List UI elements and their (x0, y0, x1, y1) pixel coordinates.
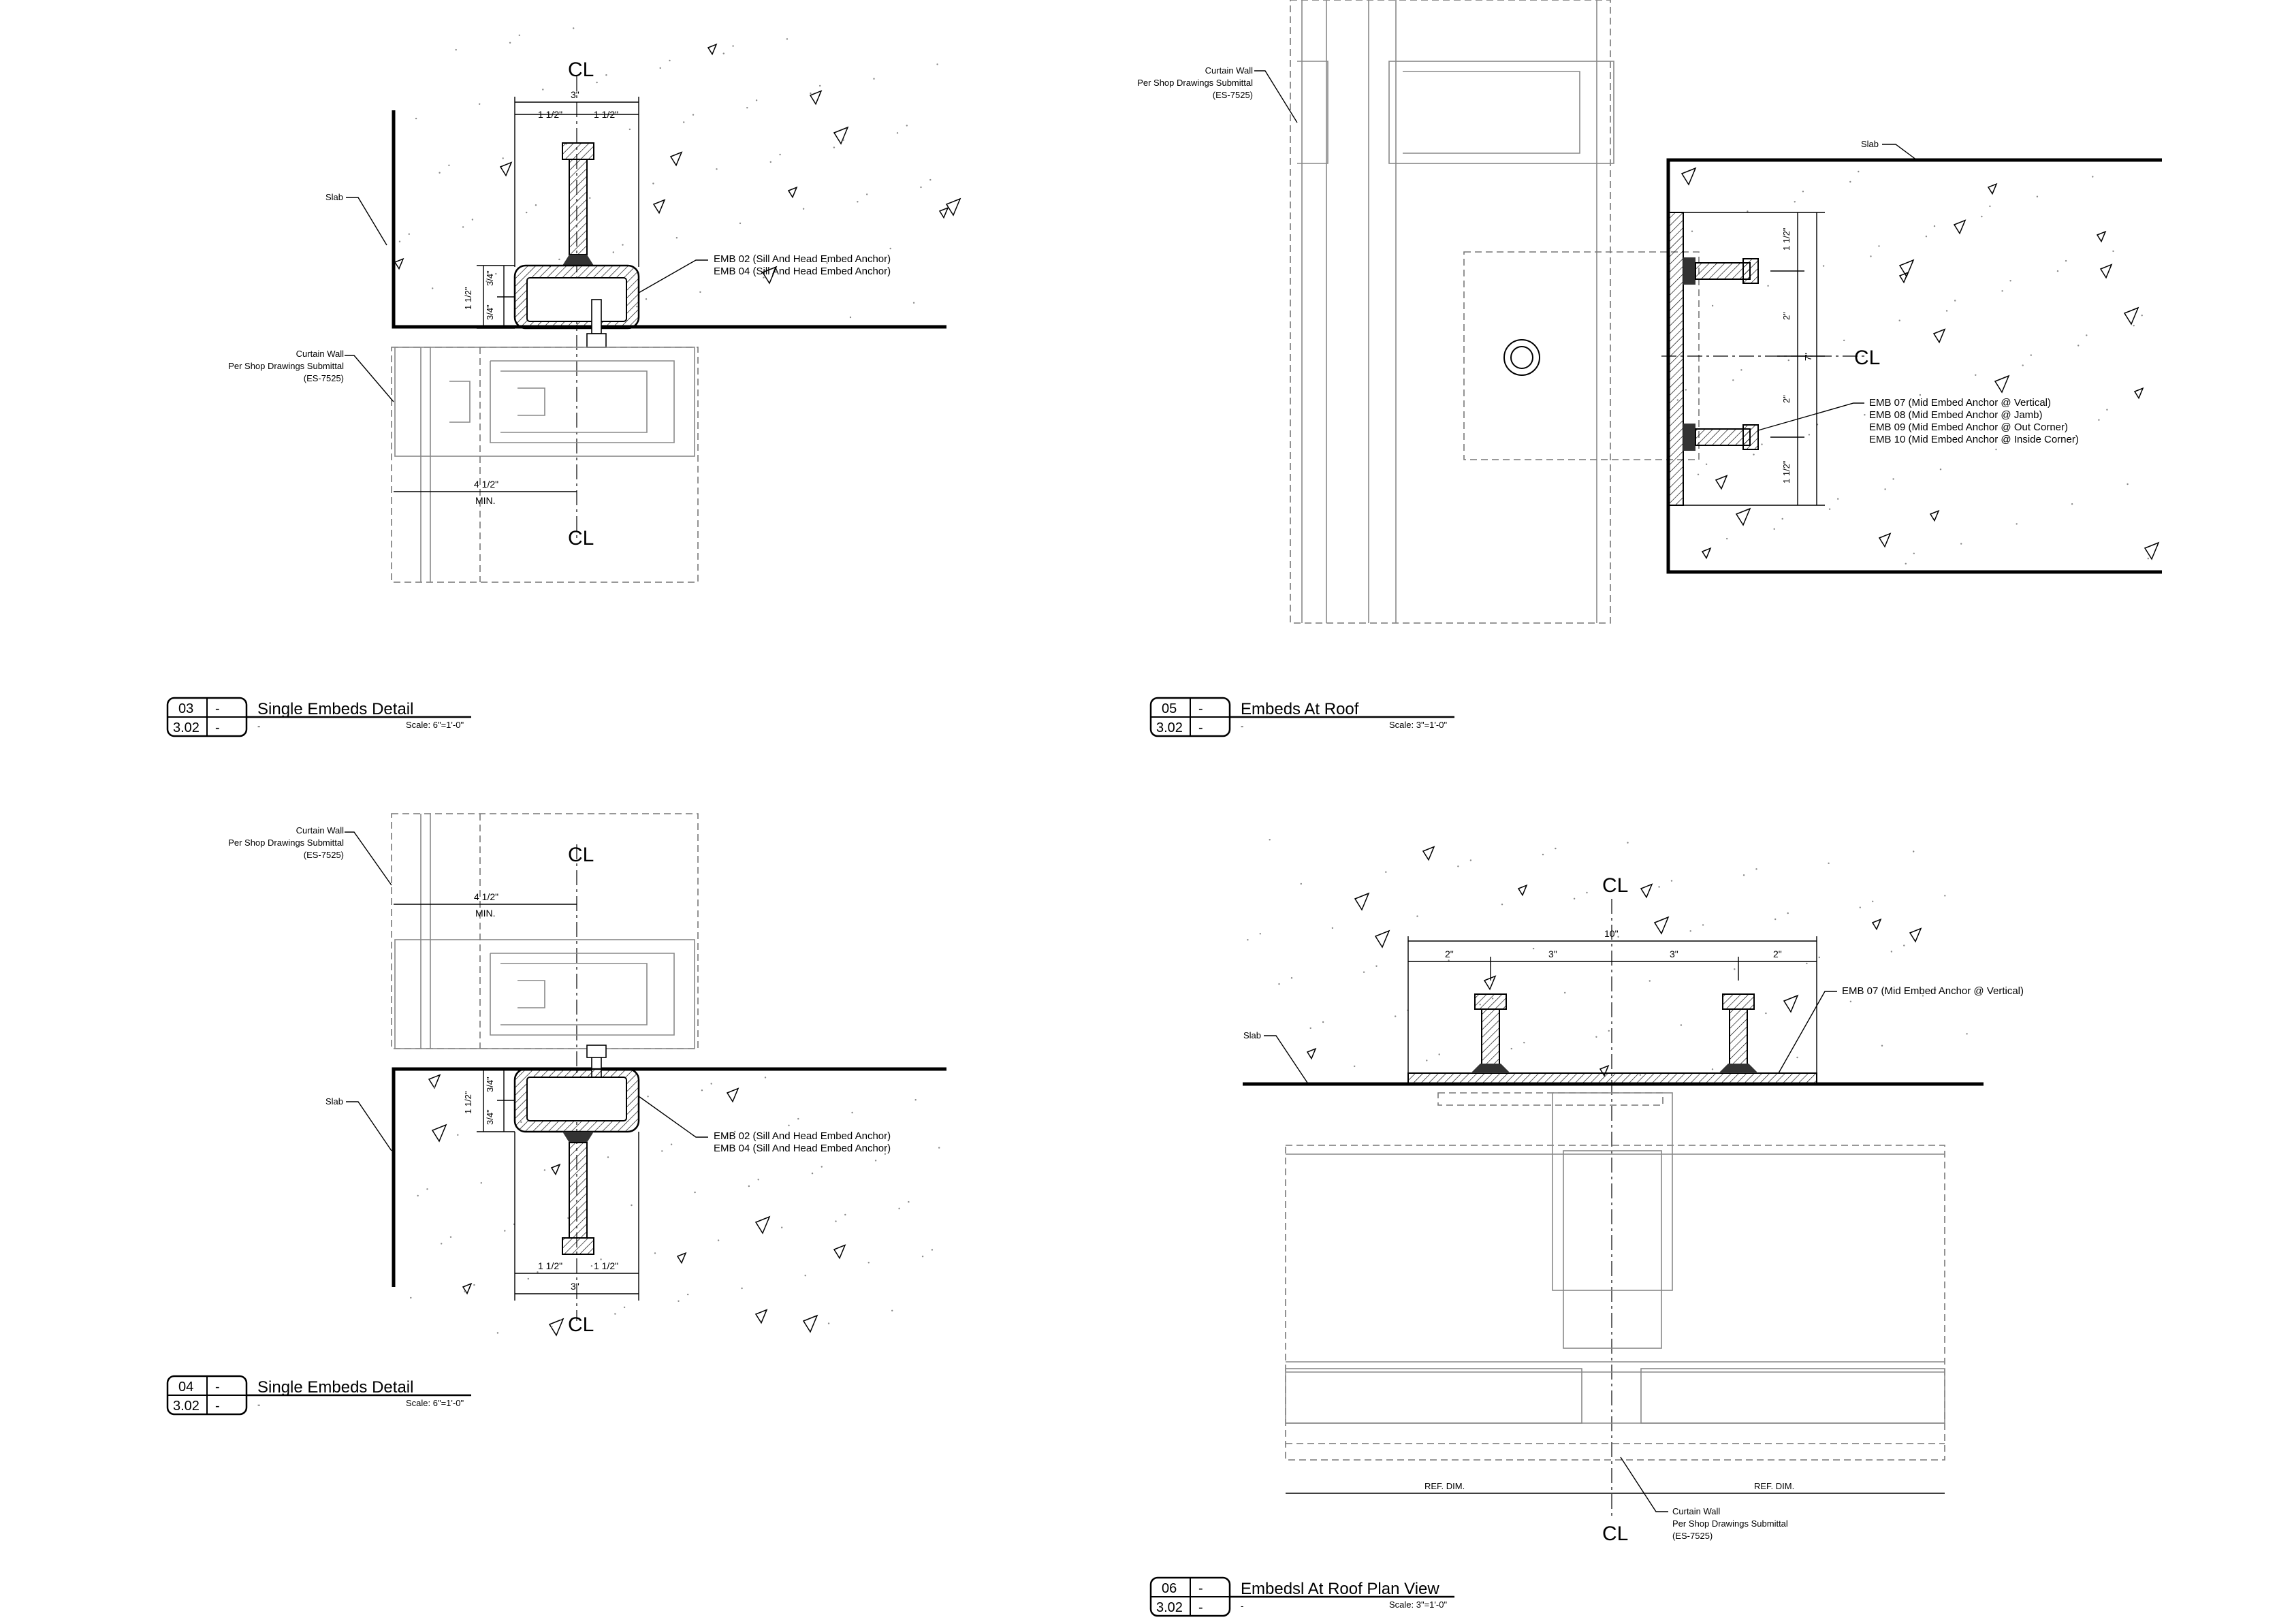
title-block-04: 04 - 3.02 - Single Embeds Detail - Scale… (166, 1375, 471, 1416)
title-block-03: 03 - 3.02 - Single Embeds Detail - Scale… (166, 697, 471, 737)
dim-text: 4 1/2" (474, 479, 498, 490)
title-block-05: 05 - 3.02 - Embeds At Roof - Scale: 3"=1… (1149, 697, 1454, 737)
dim-text: 1 1/2" (594, 1260, 618, 1271)
dim-text: 3" (1548, 949, 1557, 959)
dim-text: 2" (1781, 395, 1792, 403)
detail-03-drawing: CL CL 3" 1 1/2" 1 1/2" 1 1/2" 3/4" 3/4" (228, 59, 946, 583)
title-block-06: 06 - 3.02 - Embedsl At Roof Plan View - … (1149, 1576, 1454, 1617)
dim-text: REF. DIM. (1424, 1481, 1465, 1491)
embed-label: EMB 08 (Mid Embed Anchor @ Jamb) (1869, 409, 2043, 421)
detail-scale: Scale: 3"=1'-0" (1389, 1599, 1447, 1610)
detail-number: 06 (1162, 1581, 1177, 1596)
dim-text: 1 1/2" (538, 1260, 562, 1271)
detail-04-drawing: CL CL 4 1/2" MIN. 1 1/2" 3/4" 3/4" (228, 813, 946, 1336)
curtain-wall-label: Per Shop Drawings Submittal (1672, 1518, 1788, 1529)
embed-label: EMB 09 (Mid Embed Anchor @ Out Corner) (1869, 421, 2068, 433)
embed-label: EMB 04 (Sill And Head Embed Anchor) (714, 1143, 891, 1154)
dim-text: REF. DIM. (1754, 1481, 1794, 1491)
concrete-aggregate (394, 27, 2160, 1337)
embed-label: EMB 02 (Sill And Head Embed Anchor) (714, 253, 891, 265)
detail-dash: - (215, 1380, 220, 1395)
dim-text: 3" (571, 1281, 579, 1292)
curtain-wall-label: (ES-7525) (304, 850, 344, 860)
embed-label: EMB 10 (Mid Embed Anchor @ Inside Corner… (1869, 434, 2079, 445)
embed-label: EMB 04 (Sill And Head Embed Anchor) (714, 266, 891, 277)
detail-dash: - (215, 720, 220, 735)
slab-label: Slab (325, 192, 343, 202)
detail-scale: Scale: 3"=1'-0" (1389, 720, 1447, 730)
dim-text: 3" (571, 89, 579, 100)
detail-sub: - (1241, 721, 1243, 731)
sheet-number: 3.02 (173, 720, 200, 735)
detail-dash: - (215, 1399, 220, 1414)
dim-text: 1 1/2" (463, 287, 473, 310)
slab-label: Slab (1861, 139, 1879, 149)
detail-title: Embedsl At Roof Plan View (1241, 1580, 1439, 1598)
embed-label: EMB 02 (Sill And Head Embed Anchor) (714, 1130, 891, 1142)
detail-dash: - (1198, 1600, 1203, 1615)
curtain-wall-label: (ES-7525) (304, 373, 344, 383)
detail-title: Single Embeds Detail (257, 700, 413, 718)
dim-text: 4 1/2" (474, 891, 498, 902)
centerline-mark: CL (1602, 874, 1628, 897)
curtain-wall-label: (ES-7525) (1213, 90, 1253, 100)
curtain-wall-label: Curtain Wall (1205, 65, 1253, 76)
sheet-number: 3.02 (1156, 720, 1183, 735)
curtain-wall-label: (ES-7525) (1672, 1531, 1713, 1541)
dim-text: 10" (1604, 928, 1619, 939)
detail-sub: - (257, 721, 260, 731)
curtain-wall-label: Per Shop Drawings Submittal (228, 838, 344, 848)
dim-text: MIN. (475, 495, 496, 506)
embed-label: EMB 07 (Mid Embed Anchor @ Vertical) (1842, 985, 2024, 997)
dim-text: 2" (1445, 949, 1454, 959)
centerline-mark: CL (568, 844, 594, 866)
dim-text: MIN. (475, 908, 496, 919)
centerline-mark: CL (568, 527, 594, 550)
detail-scale: Scale: 6"=1'-0" (406, 720, 464, 730)
curtain-wall-label: Per Shop Drawings Submittal (228, 361, 344, 371)
detail-06-drawing: CL CL 10" 2" 3" 3" 2" (1243, 874, 2024, 1545)
slab-label: Slab (1243, 1030, 1261, 1040)
centerline-mark: CL (1602, 1523, 1628, 1545)
dim-text: 2" (1781, 312, 1792, 320)
dim-text: 3/4" (485, 1109, 495, 1125)
dim-text: 3/4" (485, 304, 495, 320)
dim-text: 3/4" (485, 270, 495, 286)
centerline-mark: CL (1854, 347, 1880, 369)
detail-number: 05 (1162, 701, 1177, 716)
slab-label: Slab (325, 1096, 343, 1106)
curtain-wall-label: Per Shop Drawings Submittal (1137, 78, 1253, 88)
dim-text: 1 1/2" (538, 109, 562, 120)
detail-scale: Scale: 6"=1'-0" (406, 1398, 464, 1408)
dim-text: 2" (1773, 949, 1782, 959)
curtain-wall-label: Curtain Wall (1672, 1506, 1720, 1516)
detail-title: Embeds At Roof (1241, 700, 1359, 718)
detail-sub: - (257, 1399, 260, 1410)
dim-text: 1 1/2" (594, 109, 618, 120)
dim-text: 1 1/2" (1781, 460, 1792, 483)
detail-dash: - (1198, 701, 1203, 716)
detail-dash: - (215, 701, 220, 716)
centerline-mark: CL (568, 1313, 594, 1336)
dim-text: 1 1/2" (1781, 227, 1792, 251)
detail-number: 04 (178, 1380, 193, 1395)
curtain-wall-label: Curtain Wall (296, 825, 344, 835)
dim-text: 3/4" (485, 1077, 495, 1092)
embed-label: EMB 07 (Mid Embed Anchor @ Vertical) (1869, 397, 2051, 409)
centerline-mark: CL (568, 59, 594, 81)
detail-sub: - (1241, 1601, 1243, 1611)
sheet-number: 3.02 (173, 1399, 200, 1414)
dim-text: 7" (1803, 353, 1813, 361)
curtain-wall-label: Curtain Wall (296, 349, 344, 359)
dim-text: 3" (1670, 949, 1678, 959)
dim-text: 1 1/2" (463, 1091, 473, 1114)
detail-title: Single Embeds Detail (257, 1378, 413, 1397)
detail-dash: - (1198, 720, 1203, 735)
detail-number: 03 (178, 701, 193, 716)
sheet-number: 3.02 (1156, 1600, 1183, 1615)
detail-dash: - (1198, 1581, 1203, 1596)
detail-05-drawing: CL 1 1/2" 2" 7" 2" 1 1/2" Slab Curtain W… (1137, 0, 2162, 624)
